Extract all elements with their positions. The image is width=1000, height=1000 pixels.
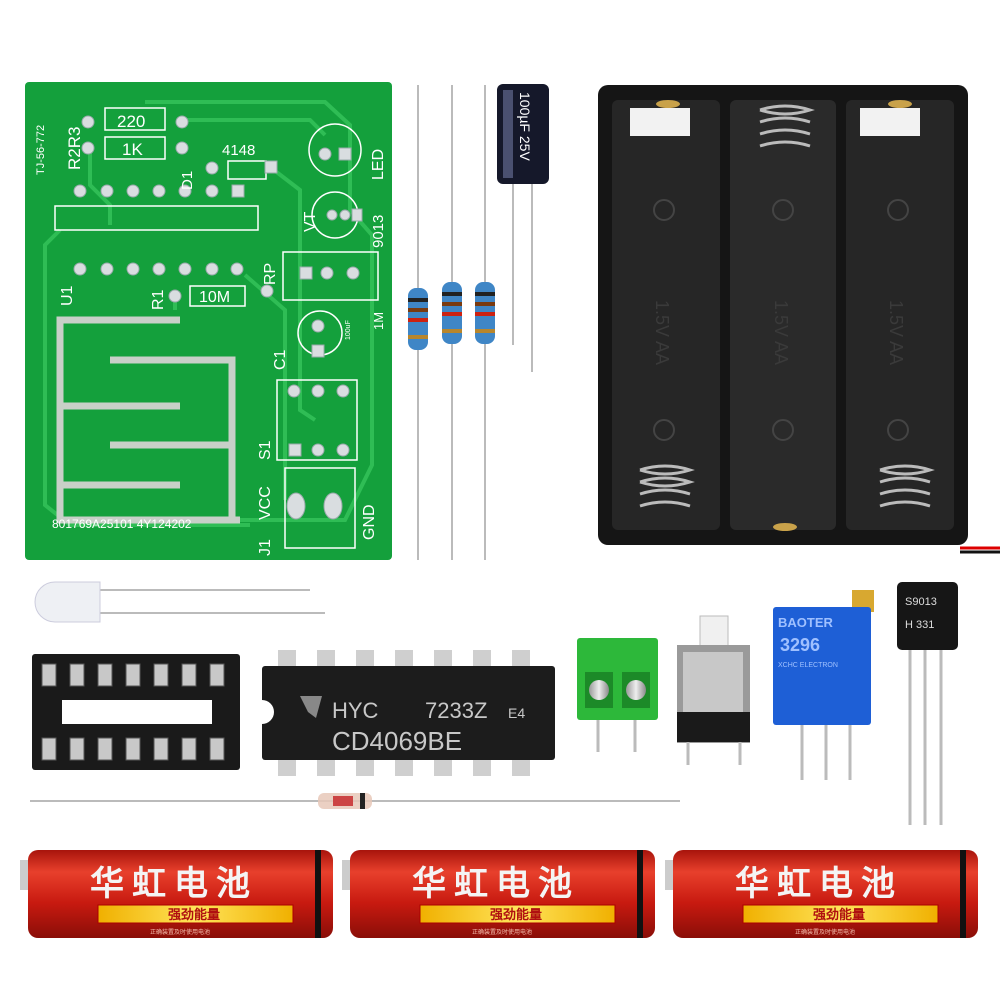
pcb-label-vcc: VCC	[257, 486, 274, 520]
ic-socket	[32, 654, 240, 770]
capacitor-marking: 100µF 25V	[517, 92, 533, 161]
ic-part-number: CD4069BE	[332, 726, 462, 756]
pcb-label-u1: U1	[59, 285, 76, 306]
diode-1n4148	[30, 793, 680, 809]
pcb-board: TJ-56-772 R2R3 220 1K D1 4148 LED VT 901…	[25, 82, 392, 560]
battery-brand: 华虹电池	[412, 865, 580, 903]
pcb-label-r2r3: R2R3	[65, 127, 84, 170]
battery-note: 正确装置及时使用电池	[472, 928, 532, 936]
transistor-line1: S9013	[905, 596, 937, 608]
pot-model: 3296	[780, 635, 820, 655]
resistor-bodies	[408, 282, 495, 350]
pcb-label-vt: VT	[302, 211, 319, 232]
ic-code: 7233Z	[425, 698, 487, 723]
battery-slogan: 强劲能量	[168, 907, 220, 922]
pcb-label-rp-value: 1M	[371, 312, 386, 330]
ic-brand: HYC	[332, 698, 379, 723]
pcb-board-code: TJ-56-772	[35, 125, 47, 175]
trimmer-potentiometer: BAOTER 3296 XCHC ELECTRON	[773, 590, 874, 780]
battery-holder-label-3: 1.5V AA	[886, 300, 906, 365]
pcb-label-c1-value: 100uF	[345, 320, 352, 340]
pcb-label-d1: D1	[179, 171, 196, 190]
ic-chip: HYC 7233Z E4 CD4069BE	[262, 650, 555, 776]
battery-slogan: 强劲能量	[490, 907, 542, 922]
pot-brand: BAOTER	[778, 615, 834, 630]
pcb-label-gnd: GND	[361, 504, 378, 540]
led	[34, 581, 325, 623]
pcb-label-j1: J1	[257, 539, 274, 556]
pcb-label-led: LED	[370, 149, 387, 180]
terminal-block	[577, 638, 658, 752]
pot-maker: XCHC ELECTRON	[778, 662, 838, 669]
battery-note: 正确装置及时使用电池	[150, 928, 210, 936]
aa-batteries: 华虹电池强劲能量正确装置及时使用电池华虹电池强劲能量正确装置及时使用电池华虹电池…	[20, 850, 978, 938]
pcb-label-r1-value: 10M	[199, 289, 230, 306]
battery-holder: 1.5V AA 1.5V AA 1.5V AA	[598, 85, 1000, 554]
pcb-label-r3-value: 220	[117, 112, 145, 131]
push-button-switch	[677, 615, 750, 765]
pcb-label-d1-value: 4148	[222, 142, 255, 159]
battery-slogan: 强劲能量	[813, 907, 865, 922]
battery-holder-label-2: 1.5V AA	[771, 300, 791, 365]
electrolytic-capacitor: 100µF 25V	[497, 84, 549, 372]
pcb-label-s1: S1	[257, 440, 274, 460]
ic-suffix: E4	[508, 705, 525, 721]
pcb-label-vt-value: 9013	[370, 215, 387, 248]
battery-holder-label-1: 1.5V AA	[652, 300, 672, 365]
battery-brand: 华虹电池	[90, 865, 258, 903]
pcb-label-r2-value: 1K	[122, 140, 143, 159]
transistor-line2: H 331	[905, 619, 934, 631]
battery-brand: 华虹电池	[735, 865, 903, 903]
pcb-label-rp: RP	[262, 263, 279, 285]
transistor: S9013 H 331	[897, 582, 958, 825]
pcb-serial: 801769A25101 4Y124202	[52, 517, 192, 531]
pcb-label-c1: C1	[272, 349, 289, 370]
pcb-label-r1: R1	[150, 289, 167, 310]
battery-note: 正确装置及时使用电池	[795, 928, 855, 936]
